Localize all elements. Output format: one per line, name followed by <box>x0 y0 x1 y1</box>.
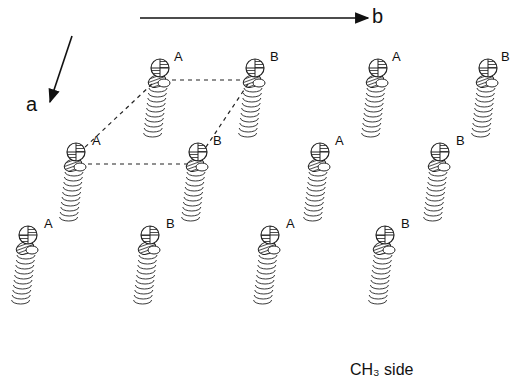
helix <box>472 59 498 137</box>
helix <box>239 59 265 137</box>
helix-label: B <box>166 217 175 230</box>
helix <box>362 59 388 137</box>
helix-label: A <box>286 217 295 230</box>
helix <box>12 226 38 304</box>
helix <box>144 59 170 137</box>
b-axis-arrow <box>140 17 368 19</box>
helix <box>369 226 395 304</box>
helix-label: A <box>392 50 401 63</box>
helix-label: A <box>335 134 344 147</box>
side-label: CH₃ side <box>350 362 413 378</box>
helix-label: A <box>92 134 101 147</box>
helix <box>134 226 160 304</box>
helix <box>182 143 208 221</box>
helix <box>424 143 450 221</box>
helix-label: A <box>44 217 53 230</box>
axis-label: b <box>372 6 383 26</box>
helix-label: B <box>270 50 279 63</box>
helix-label: A <box>174 50 183 63</box>
helix-label: B <box>213 134 222 147</box>
helix <box>304 143 330 221</box>
unit-cell <box>82 80 248 164</box>
a-axis-arrow <box>50 36 72 102</box>
helix-label: B <box>401 217 410 230</box>
helix-label: B <box>501 50 510 63</box>
helix <box>254 226 280 304</box>
helix <box>60 143 86 221</box>
axis-label: a <box>26 94 37 114</box>
helix-label: B <box>456 134 465 147</box>
